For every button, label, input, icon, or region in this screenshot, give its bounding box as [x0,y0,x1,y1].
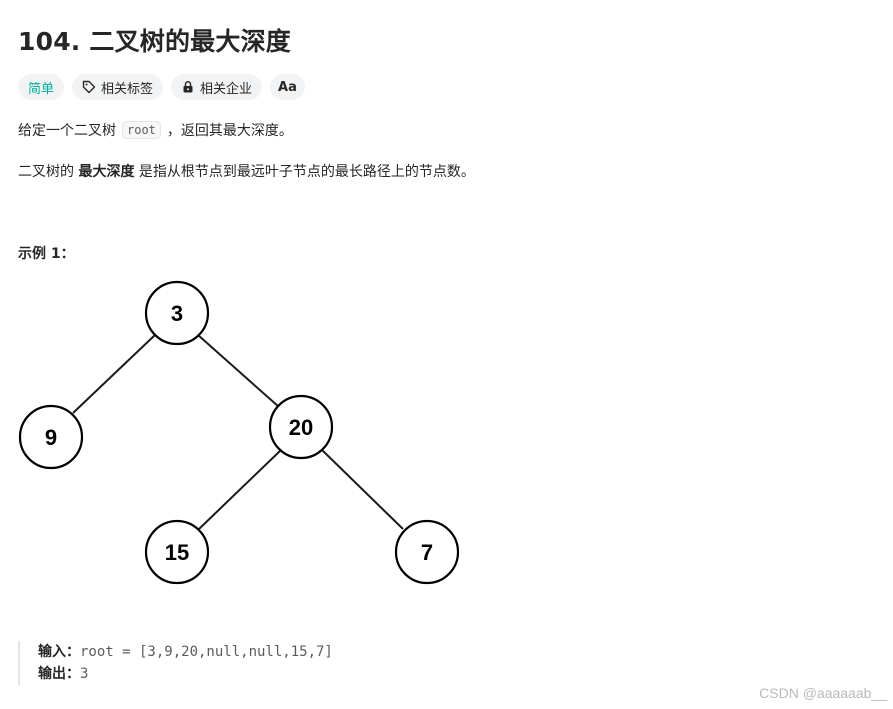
tree-node-label: 20 [289,415,313,440]
tree-edge [198,449,282,530]
lock-icon [181,80,195,94]
description-paragraph-2: 二叉树的 最大深度 是指从根节点到最远叶子节点的最长路径上的节点数。 [18,161,475,181]
related-tags-button[interactable]: 相关标签 [72,74,164,100]
example-output-line: 输出：3 [38,663,333,685]
related-companies-label: 相关企业 [200,81,253,97]
watermark: CSDN @aaaaaab__ [759,685,887,701]
tree-node [18,404,84,470]
inline-code-root: root [122,121,161,139]
tag-icon [82,80,96,94]
problem-title: 104. 二叉树的最大深度 [18,27,291,56]
input-label: 输入： [38,644,80,660]
example-io-block: 输入：root = [3,9,20,null,null,15,7] 输出：3 [18,641,333,685]
related-companies-button[interactable]: 相关企业 [171,74,263,100]
desc-text: ，返回其最大深度。 [166,123,293,139]
tree-node-label: 7 [421,540,433,565]
binary-tree-diagram: 3 9 20 15 7 [18,280,460,585]
desc-bold-text: 最大深度 [78,164,135,180]
example-input-line: 输入：root = [3,9,20,null,null,15,7] [38,641,333,663]
tree-node [144,519,210,585]
output-value: 3 [80,666,89,682]
tree-edge [72,334,156,414]
desc-text: 是指从根节点到最远叶子节点的最长路径上的节点数。 [138,164,475,180]
tree-node-label: 3 [171,301,183,326]
difficulty-badge[interactable]: 简单 [18,74,65,100]
tree-node [144,280,210,346]
difficulty-label: 简单 [28,81,55,97]
related-tags-label: 相关标签 [101,81,154,97]
example-title: 示例 1： [18,246,75,262]
desc-text: 给定一个二叉树 [18,123,116,139]
tree-node-label: 9 [45,425,57,450]
tag-bar: 简单 相关标签 相关企业 Aa [18,74,305,100]
tree-node-label: 15 [165,540,189,565]
input-value: root = [3,9,20,null,null,15,7] [80,644,333,660]
translate-icon: Aa [278,79,297,95]
tree-edge [321,449,404,530]
description-paragraph-1: 给定一个二叉树 root ，返回其最大深度。 [18,120,293,140]
tree-node [268,394,334,460]
tree-edge [197,334,280,408]
tree-node [394,519,460,585]
desc-text: 二叉树的 [18,164,74,180]
translate-button[interactable]: Aa [270,74,305,100]
output-label: 输出： [38,666,80,682]
